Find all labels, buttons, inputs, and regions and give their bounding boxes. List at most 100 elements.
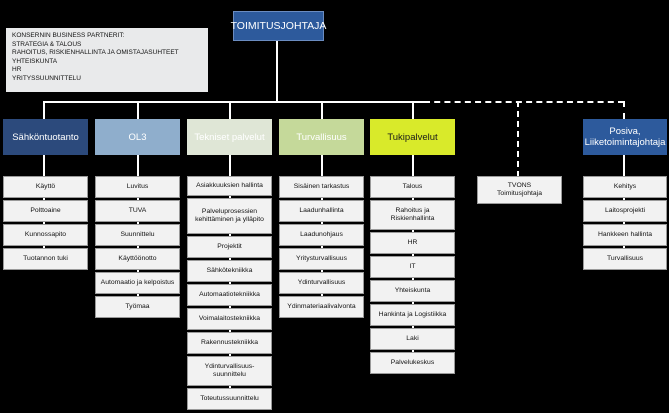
connector-horizontal	[43, 101, 424, 103]
business-partners-item: YRITYSSUUNNITTELU	[12, 74, 81, 82]
unit-header-sahkontuotanto: Sähköntuotanto	[3, 119, 88, 155]
subunit-label: Käyttö	[35, 183, 56, 190]
subunit-label: Laki	[406, 335, 419, 342]
subunit-tuva: TUVA	[95, 200, 180, 222]
connector-ol3	[137, 101, 139, 119]
unit-header-turvallisuus: Turvallisuus	[279, 119, 364, 155]
tvons-subtitle: Toimitusjohtaja	[497, 190, 542, 197]
subunit-luvitus: Luvitus	[95, 176, 180, 198]
connector-dashed-posiva	[623, 101, 625, 119]
subunit-label: Laitosprojekti	[604, 207, 646, 214]
subunit-tuotannon-tuki: Tuotannon tuki	[3, 248, 88, 270]
subunit-label: Kunnossapito	[24, 231, 67, 238]
subunit-rakennustekniikka: Rakennustekniikka	[187, 332, 272, 354]
subunit-posiva-turvallisuus: Turvallisuus	[583, 248, 667, 270]
subunit-polttoaine: Polttoaine	[3, 200, 88, 222]
tvons-box: TVONS Toimitusjohtaja	[477, 176, 562, 204]
business-partners-item: HR	[12, 66, 22, 74]
unit-header-posiva: Posiva, Liiketoimintajohtaja	[583, 119, 667, 155]
subunit-kunnossapito: Kunnossapito	[3, 224, 88, 246]
subunit-kaytto: Käyttö	[3, 176, 88, 198]
subunit-label: Sisäinen tarkastus	[293, 183, 350, 190]
subunit-label: Sähkötekniikka	[206, 267, 253, 274]
subunit-automaatiotekniikka: Automaatiotekniikka	[187, 284, 272, 306]
subunit-ydinturvallisuussuunnittelu: Ydinturvallisuus-suunnittelu	[187, 356, 272, 386]
subunit-label: Käyttöönotto	[118, 255, 157, 262]
subunit-sisainen-tarkastus: Sisäinen tarkastus	[279, 176, 364, 198]
subunit-automaatio-ja-kelpoistus: Automaatio ja kelpoistus	[95, 272, 180, 294]
subunit-label: Ydinturvallisuus-suunnittelu	[204, 363, 255, 378]
subunit-palvelukeskus: Palvelukeskus	[370, 352, 455, 374]
subunit-label: Palvelukeskus	[390, 359, 435, 366]
subunit-laadunohjaus: Laadunohjaus	[279, 224, 364, 246]
connector-turvallisuus	[321, 101, 323, 119]
subunit-label: Tuotannon tuki	[23, 255, 68, 262]
unit-header-tekniset-palvelut: Tekniset palvelut	[187, 119, 272, 155]
subunit-label: Luvitus	[126, 183, 149, 190]
subunit-label: Voimalaitostekniikka	[198, 315, 261, 322]
unit-header-label: Tekniset palvelut	[194, 131, 265, 143]
subunit-label: TUVA	[128, 207, 147, 214]
subunit-label: Ydinturvallisuus	[297, 279, 346, 286]
subunit-label: Suunnittelu	[120, 231, 155, 238]
subunit-label: Rakennustekniikka	[200, 339, 259, 346]
subunit-tyomaa: Työmaa	[95, 296, 180, 318]
subunit-talous: Talous	[370, 176, 455, 198]
business-partners-item: YHTEISKUNTA	[12, 57, 58, 65]
subunit-toteutussuunnittelu: Toteutussuunnittelu	[187, 388, 272, 410]
unit-header-tukipalvelut: Tukipalvelut	[370, 119, 455, 155]
unit-header-label: OL3	[128, 131, 147, 143]
subunit-suunnittelu: Suunnittelu	[95, 224, 180, 246]
subunit-label: Yritysturvallisuus	[296, 255, 347, 262]
unit-header-label: Turvallisuus	[296, 131, 347, 143]
subunit-label: Hankinta ja Logistiikka	[378, 311, 447, 318]
subunit-sahkotekniikka: Sähkötekniikka	[187, 260, 272, 282]
unit-header-label: Tukipalvelut	[387, 131, 438, 143]
connector-dashed-horizontal	[424, 101, 624, 103]
subunit-asiakkuuksien-hallinta: Asiakkuuksien hallinta	[187, 176, 272, 196]
subunit-ydinmateriaalivalvonta: Ydinmateriaalivalvonta	[279, 296, 364, 318]
business-partners-box: KONSERNIN BUSINESS PARTNERIT: STRATEGIA …	[6, 28, 208, 92]
connector-dashed-tvons	[517, 101, 519, 177]
subunit-label: Automaatio ja kelpoistus	[100, 279, 175, 286]
subunit-voimalaitostekniikka: Voimalaitostekniikka	[187, 308, 272, 330]
business-partners-title: KONSERNIN BUSINESS PARTNERIT:	[12, 32, 125, 39]
subunit-projektit: Projektit	[187, 236, 272, 258]
connector-tekniset	[229, 101, 231, 119]
subunit-hankinta-ja-logistiikka: Hankinta ja Logistiikka	[370, 304, 455, 326]
subunit-label: Kehitys	[613, 183, 637, 190]
subunit-label: Polttoaine	[30, 207, 61, 214]
subunit-label: Asiakkuuksien hallinta	[196, 182, 263, 189]
subunit-it: IT	[370, 256, 455, 278]
unit-header-label: Posiva, Liiketoimintajohtaja	[584, 126, 666, 148]
subunit-laki: Laki	[370, 328, 455, 350]
business-partners-item: RAHOITUS, RISKIENHALLINTA JA OMISTAJASUH…	[12, 49, 179, 57]
subunit-label: Rahoitus ja Riskienhallinta	[390, 207, 435, 222]
subunit-label: Turvallisuus	[606, 255, 643, 262]
tvons-title: TVONS	[507, 182, 532, 189]
connector-ceo-down	[276, 41, 278, 103]
subunit-label: Automaatiotekniikka	[199, 291, 260, 298]
subunit-yritysturvallisuus: Yritysturvallisuus	[279, 248, 364, 270]
subunit-label: Laadunhallinta	[299, 207, 344, 214]
subunit-kayttoonotto: Käyttöönotto	[95, 248, 180, 270]
subunit-palveluprosessien-kehittaminen: Palveluprosessien kehittäminen ja ylläpi…	[187, 198, 272, 234]
subunit-yhteiskunta: Yhteiskunta	[370, 280, 455, 302]
subunit-kehitys: Kehitys	[583, 176, 667, 198]
subunit-laadunhallinta: Laadunhallinta	[279, 200, 364, 222]
subunit-label: HR	[407, 239, 418, 246]
subunit-label: Projektit	[217, 243, 242, 250]
subunit-label: Yhteiskunta	[394, 287, 431, 294]
subunit-label: Palveluprosessien kehittäminen ja ylläpi…	[195, 208, 264, 223]
unit-header-label: Sähköntuotanto	[12, 131, 79, 143]
subunit-label: Toteutussuunnittelu	[200, 395, 259, 402]
subunit-laitosprojekti: Laitosprojekti	[583, 200, 667, 222]
business-partners-item: STRATEGIA & TALOUS	[12, 40, 82, 48]
subunit-label: Laadunohjaus	[300, 231, 343, 238]
subunit-label: Ydinmateriaalivalvonta	[287, 303, 356, 310]
unit-header-ol3: OL3	[95, 119, 180, 155]
subunit-label: Talous	[402, 183, 423, 190]
connector-tukipalvelut	[412, 101, 414, 119]
connector-sahkontuotanto	[43, 101, 45, 119]
subunit-label: Hankkeen hallinta	[597, 231, 653, 238]
